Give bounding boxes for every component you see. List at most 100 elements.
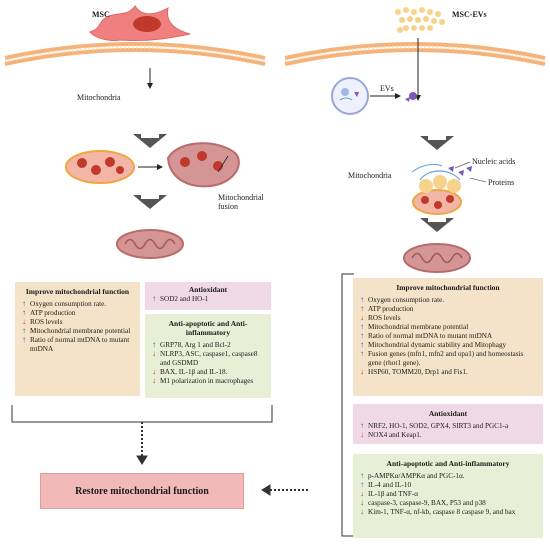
right-anti-box: Anti-apoptotic and Anti-inflammatory ↑p-… [353, 454, 543, 538]
list-item-text: GRP78, Arg 1 and Bcl-2 [160, 341, 231, 349]
list-item-text: IL-1β and TNF-α [368, 490, 419, 498]
list-item-text: BAX, IL-1β and IL-18. [160, 368, 228, 376]
list-item-text: Mitochondrial membrane potential [30, 327, 131, 335]
left-improve-box: Improve mitochondrial function ↑ Oxygen c… [15, 282, 140, 396]
left-bracket [11, 405, 273, 465]
healthy-mitochondria-right [403, 243, 471, 273]
cell-membrane-right [284, 42, 546, 66]
list-item-text: ATP production [30, 309, 76, 317]
fused-mitochondria [166, 142, 240, 188]
list-item-text: Mitochondrial dynamic stability and Mito… [368, 341, 507, 349]
list-item: ↓ caspase-3, caspase-9, BAX, P53 and p38 [359, 499, 537, 508]
list-item: ↑ Ratio of normal mtDNA to mutant mtDNA [359, 332, 537, 341]
list-item: ↑ Fusion genes (mfn1, mfn2 and opa1) and … [359, 350, 537, 368]
list-item: ↓ Kim-1, TNF-α, nf-kb, caspase 8 caspase … [359, 508, 537, 517]
right-improve-box: Improve mitochondrial function ↑ Oxygen c… [353, 278, 543, 396]
list-item: ↓ BAX, IL-1β and IL-18. [151, 368, 265, 377]
right-antioxidant-list: ↑ NRF2, HO-1, SOD2, GPX4, SIRT3 and PGC1-… [359, 422, 537, 440]
list-item-text: ROS levels [30, 318, 63, 326]
list-item-text: Fusion genes (mfn1, mfn2 and opa1) and h… [368, 350, 524, 367]
up-arrow-icon: ↑ [360, 331, 364, 340]
msc-title: MSC [92, 10, 110, 19]
right-improve-heading: Improve mitochondrial function [396, 283, 500, 292]
ev-particles-icon [395, 7, 445, 33]
ev-vesicle-icon [331, 77, 417, 115]
down-arrow-icon: ↓ [22, 317, 26, 326]
list-item: ↑ GRP78, Arg 1 and Bcl-2 [151, 341, 265, 350]
up-arrow-icon: ↑ [22, 299, 26, 308]
list-item-text: NLRP3, ASC, caspase1, caspase8 and GSDMD [160, 350, 258, 367]
left-improve-heading: Improve mitochondrial function [25, 287, 130, 296]
list-item: ↑ IL-4 and IL-10 [359, 481, 537, 490]
list-item: ↓NLRP3, ASC, caspase1, caspase8 and GSDM… [151, 350, 265, 368]
left-antioxidant-box: Antioxidant ↑ SOD2 and HO-1 [145, 282, 271, 310]
restore-mitochondrial-function: Restore mitochondrial function [40, 473, 244, 509]
down-arrow-icon: ↓ [360, 507, 364, 516]
up-arrow-icon: ↑ [360, 471, 364, 480]
list-item-text: Ratio of normal mtDNA to mutant mtDNA [30, 336, 130, 353]
mitochondria-label-right: Mitochondria [348, 171, 392, 180]
healthy-mitochondria-left [116, 229, 184, 259]
up-arrow-icon: ↑ [22, 335, 26, 344]
up-arrow-icon: ↑ [360, 295, 364, 304]
list-item-text: IL-4 and IL-10 [368, 481, 412, 489]
evs-label: EVs [380, 84, 394, 93]
list-item-text: Oxygen consumption rate. [368, 296, 445, 304]
list-item: ↓ M1 polarization in macrophages [151, 377, 265, 386]
down-arrow-icon: ↓ [152, 376, 156, 385]
down-arrow-icon: ↓ [360, 430, 364, 439]
up-arrow-icon: ↑ [360, 349, 364, 358]
up-arrow-icon: ↑ [152, 294, 156, 303]
list-item: ↑p-AMPKα/AMPKα and PGC-1α. [359, 472, 537, 481]
down-arrow-icon: ↓ [360, 489, 364, 498]
msc-evs-title: MSC-EVs [452, 10, 487, 19]
down-arrow-icon: ↓ [360, 367, 364, 376]
list-item-text: Ratio of normal mtDNA to mutant mtDNA [368, 332, 493, 340]
up-arrow-icon: ↑ [360, 421, 364, 430]
left-improve-list: ↑Oxygen consumption rate.↑ATP production… [21, 300, 134, 354]
up-arrow-icon: ↑ [360, 304, 364, 313]
up-arrow-icon: ↑ [360, 340, 364, 349]
msc-cell-icon [89, 5, 191, 42]
right-anti-list: ↑p-AMPKα/AMPKα and PGC-1α.↑ IL-4 and IL-1… [359, 472, 537, 517]
list-item-text: SOD2 and HO-1 [160, 295, 209, 303]
right-antioxidant-box: Antioxidant ↑ NRF2, HO-1, SOD2, GPX4, SIR… [353, 404, 543, 444]
list-item-text: M1 polarization in macrophages [160, 377, 254, 385]
up-arrow-icon: ↑ [22, 326, 26, 335]
mitochondria-label-left: Mitochondria [77, 93, 121, 102]
proteins-label: Proteins [488, 178, 515, 187]
right-bracket [261, 273, 354, 537]
left-anti-heading: Anti-apoptotic and Anti-inflammatory [168, 319, 248, 337]
list-item-text: HSP60, TOMM20, Drp1 and Fis1. [368, 368, 468, 376]
left-anti-list: ↑GRP78, Arg 1 and Bcl-2↓NLRP3, ASC, casp… [151, 341, 265, 386]
left-antioxidant-list: ↑ SOD2 and HO-1 [151, 295, 265, 304]
down-arrow-icon: ↓ [360, 313, 364, 322]
up-arrow-icon: ↑ [152, 340, 156, 349]
down-arrow-icon: ↓ [152, 367, 156, 376]
left-antioxidant-heading: Antioxidant [188, 285, 228, 294]
list-item: ↓ ROS levels [21, 318, 134, 327]
list-item: ↑ATP production [21, 309, 134, 318]
list-item: ↓ NOX4 and Keap1. [359, 431, 537, 440]
up-arrow-icon: ↑ [360, 322, 364, 331]
mitochondria-with-evs-right [411, 161, 487, 215]
list-item: ↑ Mitochondrial membrane potential [359, 323, 537, 332]
down-arrow-icon: ↓ [360, 498, 364, 507]
right-improve-list: ↑Oxygen consumption rate.↑ATP production… [359, 296, 537, 377]
list-item-text: NOX4 and Keap1. [368, 431, 422, 439]
list-item: ↑ Oxygen consumption rate. [359, 296, 537, 305]
list-item-text: Oxygen consumption rate. [30, 300, 107, 308]
up-arrow-icon: ↑ [360, 480, 364, 489]
nucleic-acids-label: Nucleic acids [472, 157, 516, 166]
list-item: ↑ Mitochondrial membrane potential [21, 327, 134, 336]
list-item-text: caspase-3, caspase-9, BAX, P53 and p38 [368, 499, 486, 507]
list-item: ↓ HSP60, TOMM20, Drp1 and Fis1. [359, 368, 537, 377]
list-item-text: Mitochondrial membrane potential [368, 323, 469, 331]
right-antioxidant-heading: Antioxidant [428, 409, 468, 418]
flow-arrows [133, 134, 454, 232]
list-item-text: Kim-1, TNF-α, nf-kb, caspase 8 caspase 9… [368, 508, 516, 516]
list-item: ↓ IL-1β and TNF-α [359, 490, 537, 499]
list-item-text: NRF2, HO-1, SOD2, GPX4, SIRT3 and PGC1-a [368, 422, 509, 430]
damaged-mitochondria-left [65, 150, 163, 184]
